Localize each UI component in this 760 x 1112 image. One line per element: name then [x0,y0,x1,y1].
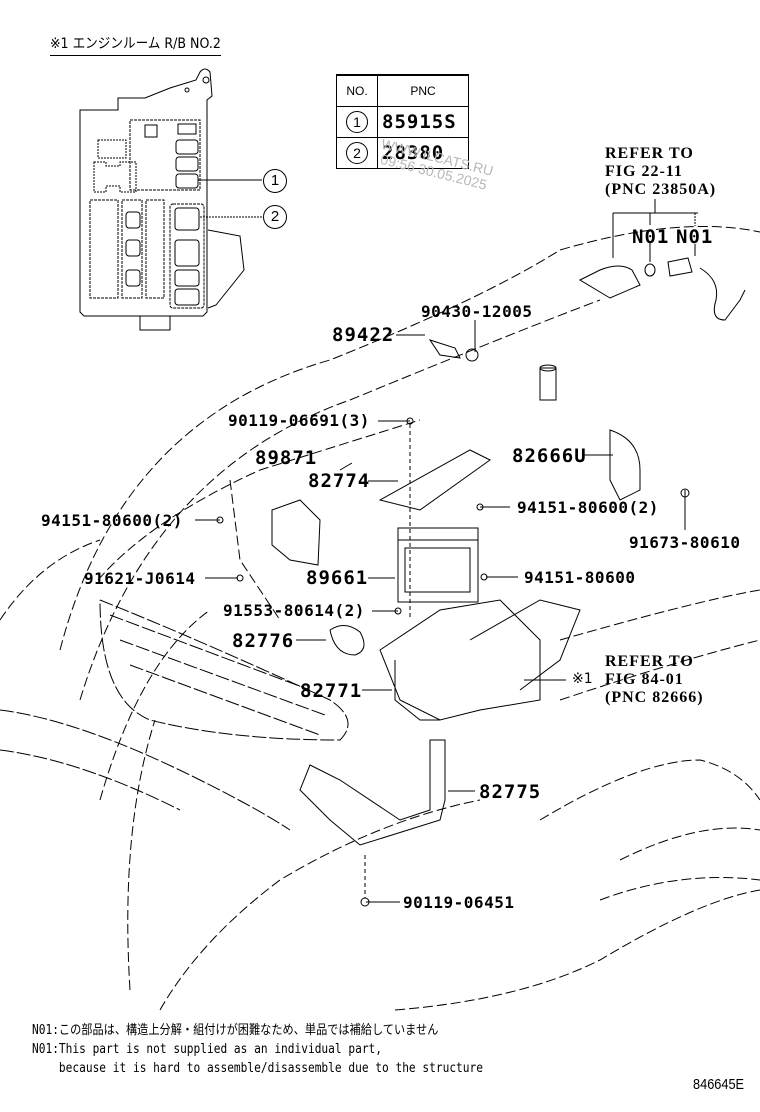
relay-block-marker: ※1 [572,671,593,687]
part-89422[interactable]: 89422 [332,324,395,346]
note-english-1: N01:This part is not supplied as an indi… [32,1042,383,1057]
part-82774[interactable]: 82774 [308,470,371,492]
part-94151-80600-2a[interactable]: 94151-80600(2) [41,511,183,530]
part-91621-j0614[interactable]: 91621-J0614 [84,569,196,588]
header-pnc: PNC [377,74,469,107]
table-row: 1 85915S [336,106,469,138]
reference-fig-22-11[interactable]: REFER TO FIG 22-11 (PNC 23850A) [605,145,716,199]
ref-line: (PNC 23850A) [605,181,717,198]
row-no: 2 [346,142,368,164]
reference-fig-84-01[interactable]: REFER TO FIG 84-01 (PNC 82666) [605,653,704,707]
ref-line: (PNC 82666) [605,689,704,706]
n01-label: N01 [632,226,670,248]
part-90119-06691[interactable]: 90119-06691(3) [228,411,370,430]
part-90430-12005[interactable]: 90430-12005 [421,302,533,321]
ecu-assembly-drawing [216,257,746,907]
row-no: 1 [346,111,368,133]
part-82775[interactable]: 82775 [479,781,542,803]
pnc-table-header: NO. PNC [336,74,469,107]
ref-line: FIG 22-11 [605,163,683,180]
header-no: NO. [336,74,378,107]
callout-1[interactable]: 1 [263,169,287,193]
part-82776[interactable]: 82776 [232,630,295,652]
table-row: 2 28380 [336,137,469,169]
ref-line: REFER TO [605,653,694,670]
part-89661[interactable]: 89661 [306,567,369,589]
part-91553-80614[interactable]: 91553-80614(2) [223,601,365,620]
note-japanese: N01:この部品は、構造上分解・組付けが困難なため、単品では補給していません [32,1023,439,1038]
pnc-table: NO. PNC 1 85915S 2 28380 [336,74,469,169]
vehicle-outline [0,225,760,1011]
part-82666u[interactable]: 82666U [512,445,587,467]
ref-line: FIG 84-01 [605,671,684,688]
part-90119-06451[interactable]: 90119-06451 [403,893,515,912]
inset-title: ※1 エンジンルーム R/B NO.2 [50,33,221,56]
row-pnc[interactable]: 28380 [377,137,469,169]
part-94151-80600-2b[interactable]: 94151-80600(2) [517,498,659,517]
part-82771[interactable]: 82771 [300,680,363,702]
figure-code: 846645E [692,1076,744,1093]
part-91673-80610[interactable]: 91673-80610 [629,533,741,552]
note-english-2: because it is hard to assemble/disassemb… [32,1061,483,1076]
row-pnc[interactable]: 85915S [377,106,469,138]
n01-label: N01 [676,226,714,248]
notes: N01:この部品は、構造上分解・組付けが困難なため、単品では補給していません N… [32,1021,483,1078]
callout-2[interactable]: 2 [263,205,287,229]
part-89871[interactable]: 89871 [255,447,318,469]
grille-drawing [0,599,349,831]
relay-block-drawing [79,68,262,331]
ref-line: REFER TO [605,145,694,162]
part-94151-80600[interactable]: 94151-80600 [524,568,636,587]
leader-lines [195,199,698,903]
